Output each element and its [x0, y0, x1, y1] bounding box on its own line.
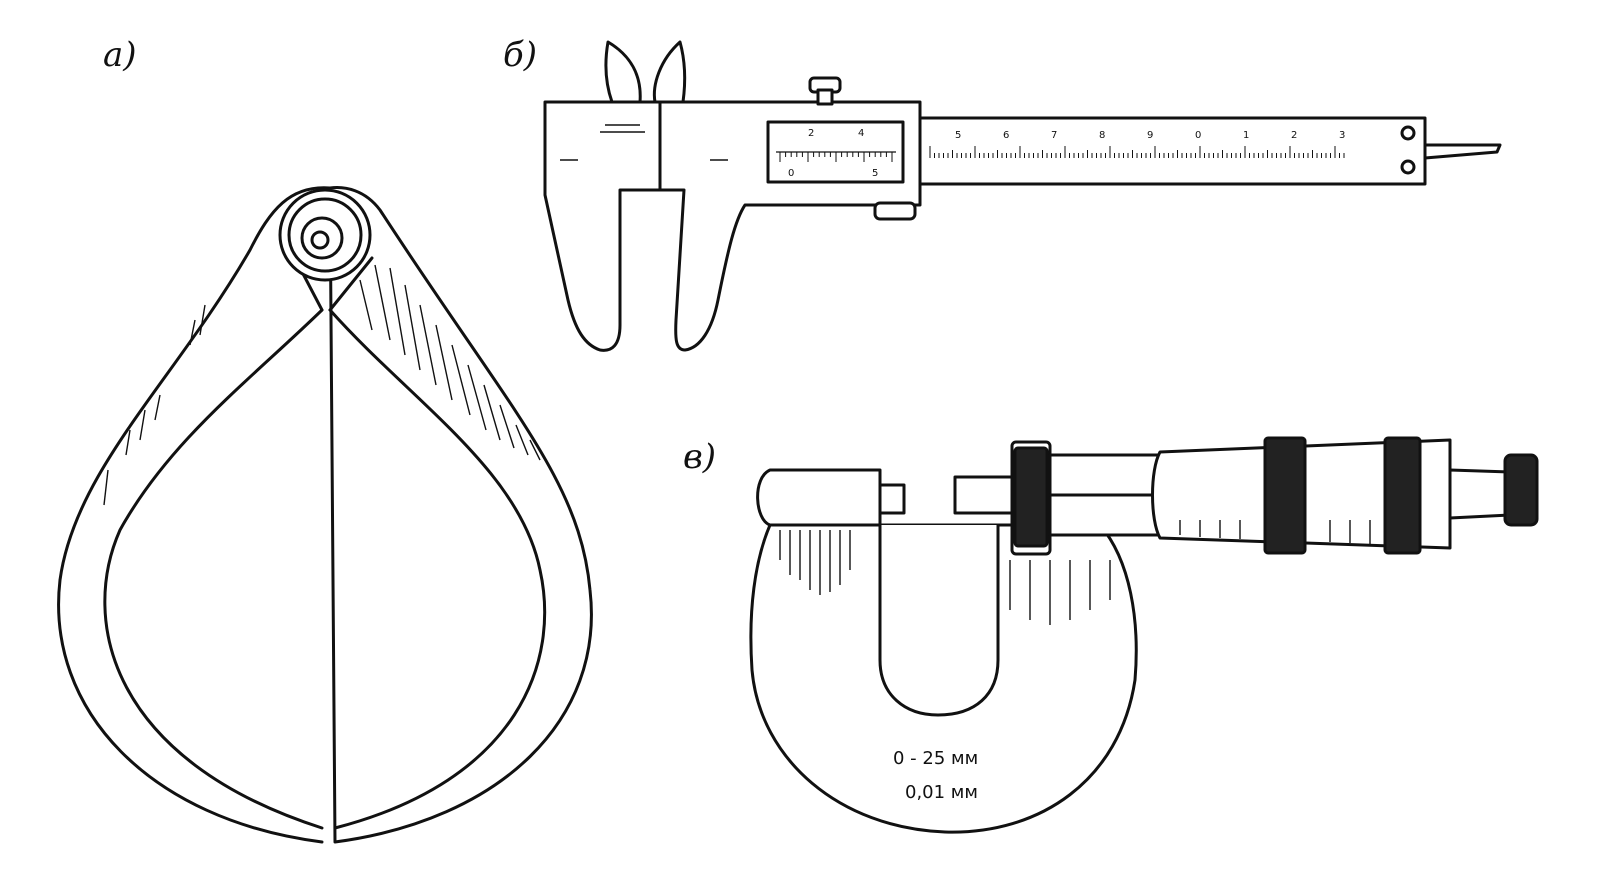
micrometer-frame-gap: [880, 525, 998, 715]
outside-calipers: [59, 188, 592, 842]
vernier-number: 4: [858, 128, 864, 139]
caliper-sliding-nib: [654, 42, 684, 102]
calipers-hatching: [104, 265, 540, 505]
vernier-number: 2: [808, 128, 814, 139]
main-scale-number: 0: [1195, 130, 1201, 141]
caliper-fixed-jaw: [545, 102, 660, 350]
main-scale-number: 5: [955, 130, 961, 141]
main-scale-number: 3: [1339, 130, 1345, 141]
thumb-wheel: [875, 203, 915, 219]
micrometer-range-text: 0 - 25 мм: [893, 748, 978, 769]
caliper-depth-rod: [1425, 145, 1500, 158]
micrometer-ratchet-neck: [1450, 470, 1510, 518]
caliper-beam: [900, 118, 1425, 184]
micrometer-resolution-text: 0,01 мм: [905, 782, 978, 803]
micrometer-ratchet: [1505, 455, 1537, 525]
micrometer: 0 - 25 мм 0,01 мм: [751, 438, 1537, 832]
micrometer-anvil: [758, 470, 880, 525]
caliper-fixed-nib: [606, 42, 640, 102]
calipers-inner-contour: [105, 310, 545, 828]
main-scale-number: 8: [1099, 130, 1105, 141]
main-scale-number: 9: [1147, 130, 1153, 141]
micrometer-spindle: [955, 477, 1015, 513]
calipers-outer-contour: [59, 188, 592, 842]
vernier-number: 5: [872, 168, 878, 179]
main-scale-number: 2: [1291, 130, 1297, 141]
main-scale-number: 7: [1051, 130, 1057, 141]
thimble-knurl-2: [1385, 438, 1420, 553]
thimble-knurl-1: [1265, 438, 1305, 553]
lock-nut-knurl: [1015, 448, 1047, 546]
main-scale-number: 6: [1003, 130, 1009, 141]
vernier-caliper: 5 6 7 8 9 0 1 2 3 2 4 0 5: [545, 42, 1500, 350]
main-scale-number: 1: [1243, 130, 1249, 141]
vernier-number: 0: [788, 168, 794, 179]
